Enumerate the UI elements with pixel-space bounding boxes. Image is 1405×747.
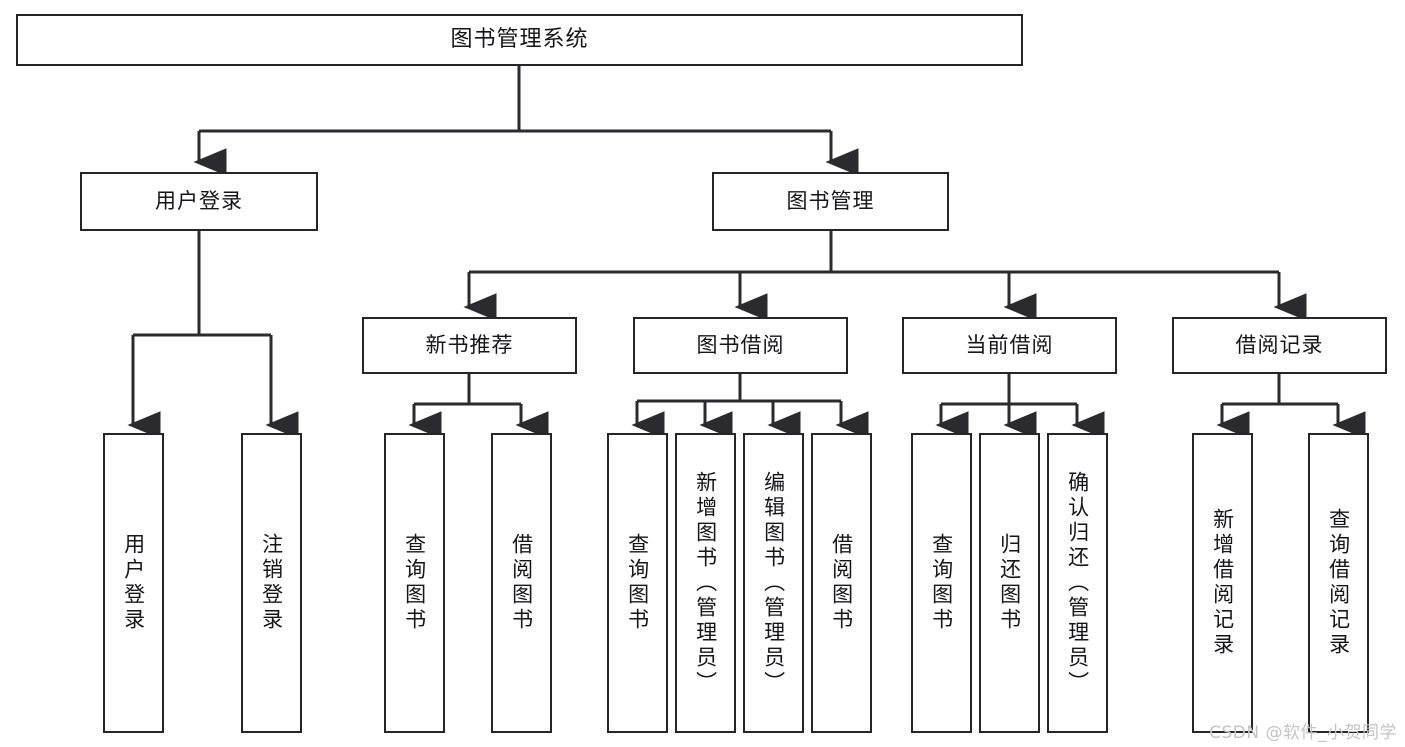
leaf-logout-login[interactable]: 注销登录 bbox=[241, 433, 302, 733]
leaf-add-book-admin[interactable]: 新增图书（管理员） bbox=[675, 433, 736, 733]
leaf-borrow-book[interactable]: 借阅图书 bbox=[811, 433, 872, 733]
node-borrow-record[interactable]: 借阅记录 bbox=[1172, 317, 1387, 374]
leaf-confirm-return-admin[interactable]: 确认归还（管理员） bbox=[1047, 433, 1108, 733]
leaf-edit-book-admin[interactable]: 编辑图书（管理员） bbox=[743, 433, 804, 733]
leaf-query-borrow-record[interactable]: 查询借阅记录 bbox=[1308, 433, 1369, 733]
node-book-borrow[interactable]: 图书借阅 bbox=[633, 317, 848, 374]
leaf-add-borrow-record[interactable]: 新增借阅记录 bbox=[1192, 433, 1253, 733]
leaf-query-book-current[interactable]: 查询图书 bbox=[911, 433, 972, 733]
leaf-query-book-recommend[interactable]: 查询图书 bbox=[384, 433, 445, 733]
node-root-system[interactable]: 图书管理系统 bbox=[16, 14, 1023, 66]
node-user-login[interactable]: 用户登录 bbox=[80, 172, 318, 231]
node-new-book-recommend[interactable]: 新书推荐 bbox=[362, 317, 577, 374]
leaf-query-book-borrow[interactable]: 查询图书 bbox=[607, 433, 668, 733]
leaf-user-login[interactable]: 用户登录 bbox=[103, 433, 164, 733]
csdn-watermark: CSDN @软件_小贺同学 bbox=[1209, 723, 1397, 743]
node-current-borrow[interactable]: 当前借阅 bbox=[902, 317, 1117, 374]
node-book-management[interactable]: 图书管理 bbox=[712, 172, 949, 231]
leaf-borrow-book-recommend[interactable]: 借阅图书 bbox=[491, 433, 552, 733]
leaf-return-book[interactable]: 归还图书 bbox=[979, 433, 1040, 733]
